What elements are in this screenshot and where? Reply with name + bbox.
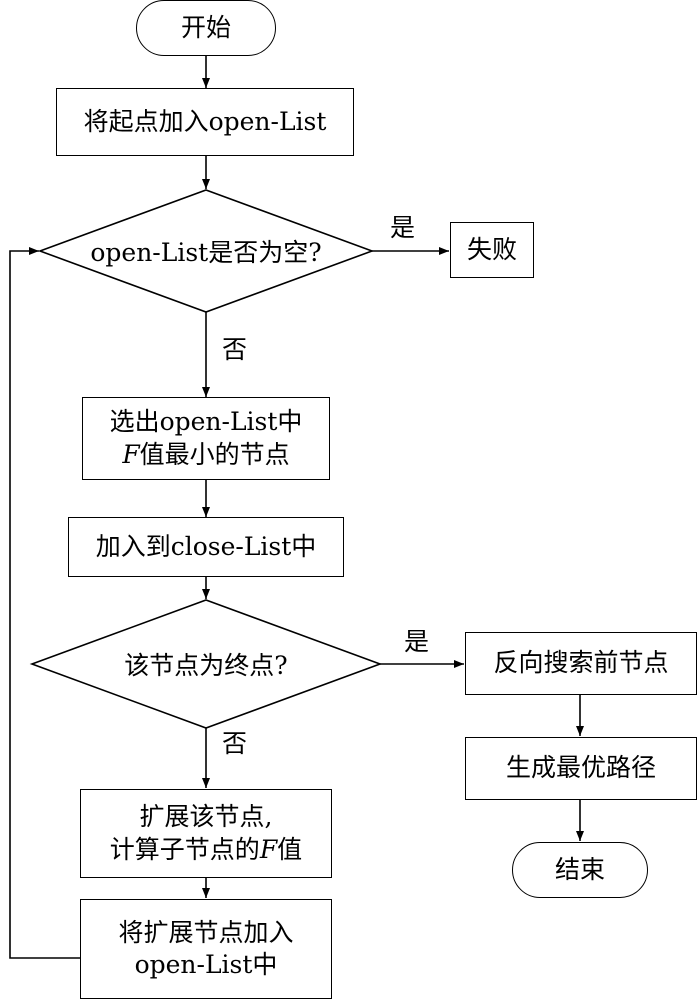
decision-is-goal: 该节点为终点? (32, 634, 380, 694)
add-close-box: 加入到close-List中 (68, 517, 344, 577)
fail-label: 失败 (466, 234, 517, 264)
no-label-2: 否 (222, 729, 248, 758)
expand-line2-post: 值 (277, 834, 303, 864)
decision-open-empty-label: open-List是否为空? (90, 238, 322, 267)
start-terminal: 开始 (136, 0, 276, 56)
select-min-line2: F值最小的节点 (122, 439, 289, 472)
f-variable: F (122, 439, 140, 469)
expand-line1: 扩展该节点, (139, 802, 273, 831)
add-start-box: 将起点加入open-List (56, 88, 354, 156)
yes-label-2: 是 (404, 627, 430, 656)
add-open-box: 将扩展节点加入 open-List中 (80, 899, 332, 999)
backtrack-box: 反向搜索前节点 (465, 632, 697, 695)
end-label: 结束 (554, 854, 605, 884)
end-terminal: 结束 (512, 842, 648, 898)
backtrack-label: 反向搜索前节点 (493, 648, 669, 678)
fail-box: 失败 (450, 222, 534, 278)
decision-open-empty: open-List是否为空? (40, 221, 372, 281)
arrow-loop-back (9, 247, 80, 959)
select-min-box: 选出open-List中 F值最小的节点 (82, 397, 330, 480)
select-min-line2-text: 值最小的节点 (139, 439, 290, 469)
select-min-line1: 选出open-List中 (109, 407, 303, 436)
no-label-1: 否 (222, 335, 248, 364)
add-start-label: 将起点加入open-List (83, 106, 327, 136)
yes-label-1: 是 (390, 213, 416, 242)
decision-is-goal-label: 该节点为终点? (124, 651, 288, 680)
start-label: 开始 (180, 12, 231, 42)
gen-path-label: 生成最优路径 (505, 753, 656, 783)
add-open-line1: 将扩展节点加入 (118, 917, 294, 947)
f-variable: F (259, 834, 278, 864)
expand-box: 扩展该节点, 计算子节点的F值 (80, 789, 332, 878)
expand-line2-pre: 计算子节点的 (109, 834, 260, 864)
add-open-line2: open-List中 (134, 950, 278, 979)
expand-line2: 计算子节点的F值 (110, 834, 302, 867)
add-close-label: 加入到close-List中 (95, 531, 317, 561)
gen-path-box: 生成最优路径 (465, 737, 697, 800)
